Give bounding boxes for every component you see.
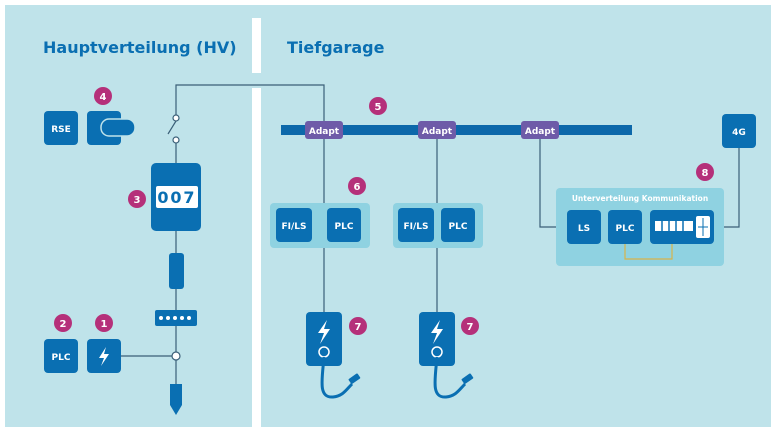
fils-box-2	[398, 208, 434, 242]
svg-text:1: 1	[101, 319, 108, 330]
fils-label-2: FI/LS	[403, 222, 428, 232]
adapt-box-2	[418, 121, 456, 139]
svg-text:7: 7	[467, 322, 474, 333]
plc-box-2	[441, 208, 475, 242]
adapt-box-1	[305, 121, 343, 139]
svg-text:8: 8	[702, 168, 709, 179]
terminal-block-icon	[155, 310, 197, 326]
four-g-label: 4G	[732, 128, 746, 138]
marker-4: 4	[94, 87, 112, 105]
fils-label-1: FI/LS	[281, 222, 306, 232]
switch-icon	[167, 114, 180, 144]
marker-3: 3	[128, 190, 146, 208]
fils-box-1	[276, 208, 312, 242]
meter-digit-2: 0	[170, 188, 181, 207]
title-tiefgarage: Tiefgarage	[287, 38, 385, 57]
svg-text:5: 5	[375, 102, 382, 113]
electricity-meter: 0 0 7	[151, 163, 201, 231]
meter-digit-1: 0	[157, 188, 168, 207]
marker-2: 2	[54, 314, 72, 332]
adapt-label-3: Adapt	[525, 127, 556, 137]
receiver-icon	[87, 111, 136, 145]
subdistribution-title: Unterverteilung Kommunikation	[572, 194, 708, 203]
plug-cable-icon-2	[433, 356, 467, 399]
plug-cable-icon-1	[320, 356, 354, 399]
title-hauptverteilung: Hauptverteilung (HV)	[43, 38, 237, 57]
divider-bottom	[252, 88, 261, 427]
divider-top	[252, 18, 261, 73]
plug-head-2	[461, 373, 474, 384]
bus-bar	[281, 125, 632, 135]
meter-digit-3: 7	[183, 188, 194, 207]
plc-main-label: PLC	[52, 353, 71, 363]
plc-main-box	[44, 339, 78, 373]
adapt-box-3	[521, 121, 559, 139]
plc-label-3: PLC	[616, 224, 635, 234]
four-g-box	[722, 114, 756, 148]
network-switch-icon	[650, 210, 714, 244]
lightning-icon	[99, 347, 109, 366]
svg-text:7: 7	[355, 322, 362, 333]
plc-label-2: PLC	[449, 222, 468, 232]
plc-box-1	[327, 208, 361, 242]
marker-6: 6	[348, 177, 366, 195]
svg-text:6: 6	[354, 182, 361, 193]
gold-link	[624, 244, 673, 260]
marker-1: 1	[95, 314, 113, 332]
plc-box-3	[608, 210, 642, 244]
rse-box	[44, 111, 78, 145]
plug-head-1	[348, 373, 361, 384]
marker-7a: 7	[349, 317, 367, 335]
ls-label: LS	[578, 224, 590, 234]
marker-7b: 7	[461, 317, 479, 335]
svg-text:2: 2	[60, 319, 67, 330]
adapt-label-1: Adapt	[309, 127, 340, 137]
rse-label: RSE	[51, 125, 71, 135]
marker-5: 5	[369, 97, 387, 115]
marker-8: 8	[696, 163, 714, 181]
junction-node	[171, 351, 181, 361]
ls-box	[567, 210, 601, 244]
adapt-label-2: Adapt	[422, 127, 453, 137]
svg-text:3: 3	[134, 195, 141, 206]
feed-line	[175, 84, 325, 125]
ground-rod-icon	[170, 384, 182, 415]
svg-text:4: 4	[100, 92, 107, 103]
circuit-breaker-icon	[169, 253, 184, 289]
plc-label-1: PLC	[335, 222, 354, 232]
